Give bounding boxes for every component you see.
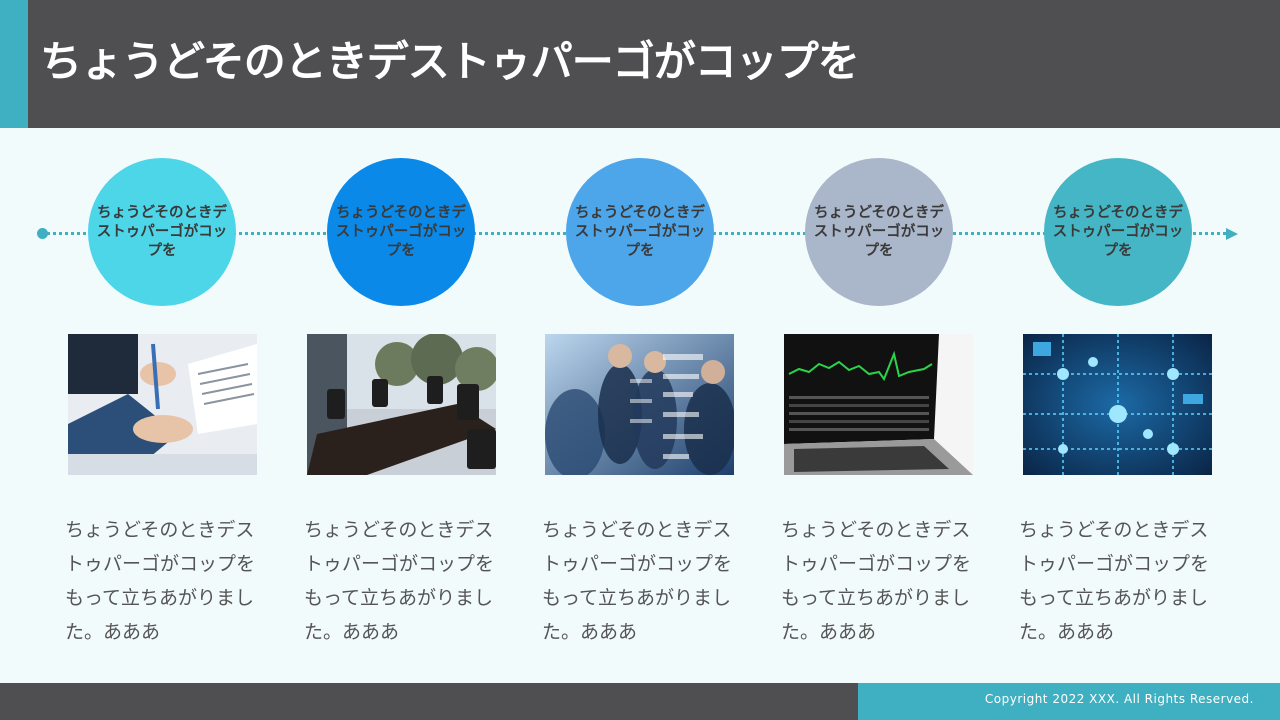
step-5-circle-label: ちょうどそのときデストゥパーゴがコップを bbox=[1052, 204, 1184, 259]
step-5-circle: ちょうどそのときデストゥパーゴがコップを bbox=[1044, 158, 1192, 306]
footer-bar-accent bbox=[858, 683, 1280, 720]
step-2-circle-label: ちょうどそのときデストゥパーゴがコップを bbox=[335, 204, 467, 259]
laptop-stock-chart-photo bbox=[784, 334, 973, 475]
step-4-circle-label: ちょうどそのときデストゥパーゴがコップを bbox=[813, 204, 945, 259]
step-4-circle: ちょうどそのときデストゥパーゴがコップを bbox=[805, 158, 953, 306]
copyright-text: Copyright 2022 XXX. All Rights Reserved. bbox=[984, 692, 1254, 706]
step-2-circle: ちょうどそのときデストゥパーゴがコップを bbox=[327, 158, 475, 306]
step-1-circle-label: ちょうどそのときデストゥパーゴがコップを bbox=[96, 204, 228, 259]
step-3-circle-label: ちょうどそのときデストゥパーゴがコップを bbox=[574, 204, 706, 259]
step-1-circle: ちょうどそのときデストゥパーゴがコップを bbox=[88, 158, 236, 306]
step-4-description: ちょうどそのときデストゥパーゴがコップをもって立ちあがりました。あああ bbox=[781, 519, 972, 643]
step-1-description: ちょうどそのときデストゥパーゴがコップをもって立ちあがりました。あああ bbox=[65, 519, 256, 643]
timeline-arrow-icon bbox=[1226, 228, 1238, 240]
footer-bar-dark bbox=[0, 683, 858, 720]
header-bar: ちょうどそのときデストゥパーゴがコップを bbox=[0, 0, 1280, 128]
business-contract-photo bbox=[68, 334, 257, 475]
step-2-description: ちょうどそのときデストゥパーゴがコップをもって立ちあがりました。あああ bbox=[304, 519, 495, 643]
digital-network-photo bbox=[1023, 334, 1212, 475]
page-title: ちょうどそのときデストゥパーゴがコップを bbox=[40, 37, 860, 86]
step-3-description: ちょうどそのときデストゥパーゴがコップをもって立ちあがりました。あああ bbox=[542, 519, 733, 643]
step-5-description: ちょうどそのときデストゥパーゴがコップをもって立ちあがりました。あああ bbox=[1019, 519, 1210, 643]
step-3-circle: ちょうどそのときデストゥパーゴがコップを bbox=[566, 158, 714, 306]
business-people-network-photo bbox=[545, 334, 734, 475]
timeline-start-dot bbox=[37, 228, 48, 239]
meeting-room-photo bbox=[307, 334, 496, 475]
header-accent-strip bbox=[0, 0, 28, 128]
